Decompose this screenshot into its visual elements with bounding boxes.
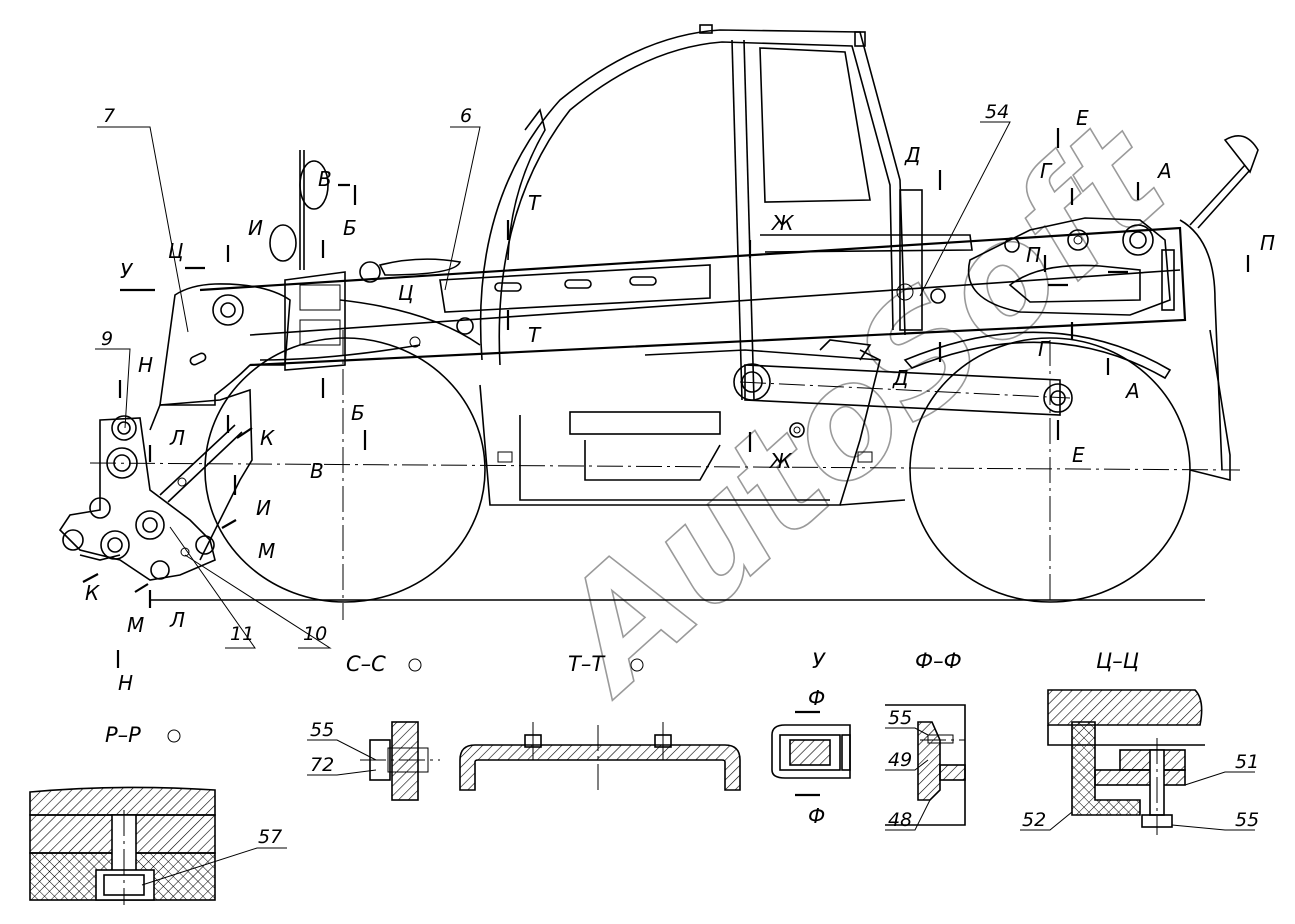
mark-t-bottom: Т: [528, 323, 542, 347]
mark-a-top: А: [1156, 159, 1172, 183]
view-ff: Ф–Ф 55 49 48: [885, 649, 966, 831]
mark-ts-mid: Ц: [398, 281, 414, 305]
mark-e-top: Е: [1076, 106, 1089, 130]
view-ss-title: С–С: [346, 652, 386, 676]
mark-l-bottom: Л: [169, 608, 185, 632]
view-tsts-callout-55: 55: [1235, 809, 1259, 831]
view-tsts-title: Ц–Ц: [1096, 649, 1139, 673]
rear-fender: [903, 331, 1172, 380]
mark-a-bottom: А: [1124, 379, 1140, 403]
mark-p-right: П: [1260, 231, 1275, 255]
mark-b-bottom: Б: [351, 401, 365, 425]
mark-m-bottom: М: [127, 613, 144, 637]
watermark: AutoSoft: [520, 89, 1202, 727]
carriage: [149, 150, 946, 561]
section-cut-marks: [82, 128, 1250, 668]
callout-6: 6: [460, 105, 472, 127]
mark-u-left: У: [120, 259, 134, 283]
mark-k-top: К: [260, 426, 275, 450]
mark-n-top: Н: [138, 353, 153, 377]
mark-i-bottom: И: [256, 496, 271, 520]
view-ff-callout-49: 49: [888, 749, 912, 771]
mark-e-bottom: Е: [1072, 443, 1085, 467]
mark-d-bottom: Д: [892, 366, 909, 390]
mark-m-right: М: [258, 539, 275, 563]
callout-9: 9: [101, 328, 113, 350]
telescopic-boom: [199, 134, 1259, 367]
mark-ts-left: Ц: [168, 239, 184, 263]
mark-n-bottom: Н: [118, 671, 133, 695]
mark-g-bottom: Г: [1038, 337, 1051, 361]
view-rr-callout-57: 57: [258, 826, 282, 848]
view-ss: С–С 55 72: [307, 652, 440, 801]
view-tsts-callout-52: 52: [1022, 809, 1046, 831]
view-u-title: У: [812, 649, 826, 673]
mark-p-boom: П: [1026, 243, 1041, 267]
front-wheel: [204, 337, 486, 603]
view-tsts: Ц–Ц 51 52 55: [1020, 649, 1259, 835]
mark-k-bottom: К: [85, 581, 100, 605]
view-tt-title: Т–Т: [568, 652, 606, 676]
view-ff-callout-55: 55: [888, 707, 912, 729]
mark-g-top: Г: [1040, 159, 1053, 183]
callout-leaders: [95, 121, 1011, 649]
attachment-linkage: [58, 415, 243, 581]
chassis-frame: [479, 219, 1231, 506]
view-u: У Ф Ф: [771, 649, 851, 828]
mark-v-bottom: В: [310, 459, 324, 483]
mark-d-top: Д: [904, 143, 921, 167]
callout-11: 11: [230, 623, 254, 645]
view-ff-title: Ф–Ф: [915, 649, 962, 673]
callout-10: 10: [303, 623, 327, 645]
mark-v-top: В: [318, 167, 332, 191]
view-rr: Р–Р 57: [29, 723, 287, 905]
view-tt: Т–Т: [459, 652, 741, 795]
cab: [378, 24, 973, 401]
mark-l-top: Л: [169, 426, 185, 450]
mark-b-top: Б: [343, 216, 357, 240]
mark-t-top: Т: [528, 191, 542, 215]
mark-zh-bottom: Ж: [768, 449, 793, 473]
mark-zh-top: Ж: [770, 211, 795, 235]
mark-i-top: И: [248, 216, 263, 240]
callout-54: 54: [985, 101, 1009, 123]
view-u-cut-f-bottom: Ф: [808, 804, 825, 828]
view-ff-callout-48: 48: [888, 809, 912, 831]
view-u-cut-f-top: Ф: [808, 686, 825, 710]
view-rr-title: Р–Р: [105, 723, 141, 747]
view-ss-callout-55: 55: [310, 719, 334, 741]
view-ss-callout-72: 72: [310, 754, 334, 776]
callout-7: 7: [103, 105, 115, 127]
centerlines: [89, 330, 1241, 620]
view-tsts-callout-51: 51: [1235, 751, 1259, 773]
lift-cylinder: [644, 339, 1073, 416]
